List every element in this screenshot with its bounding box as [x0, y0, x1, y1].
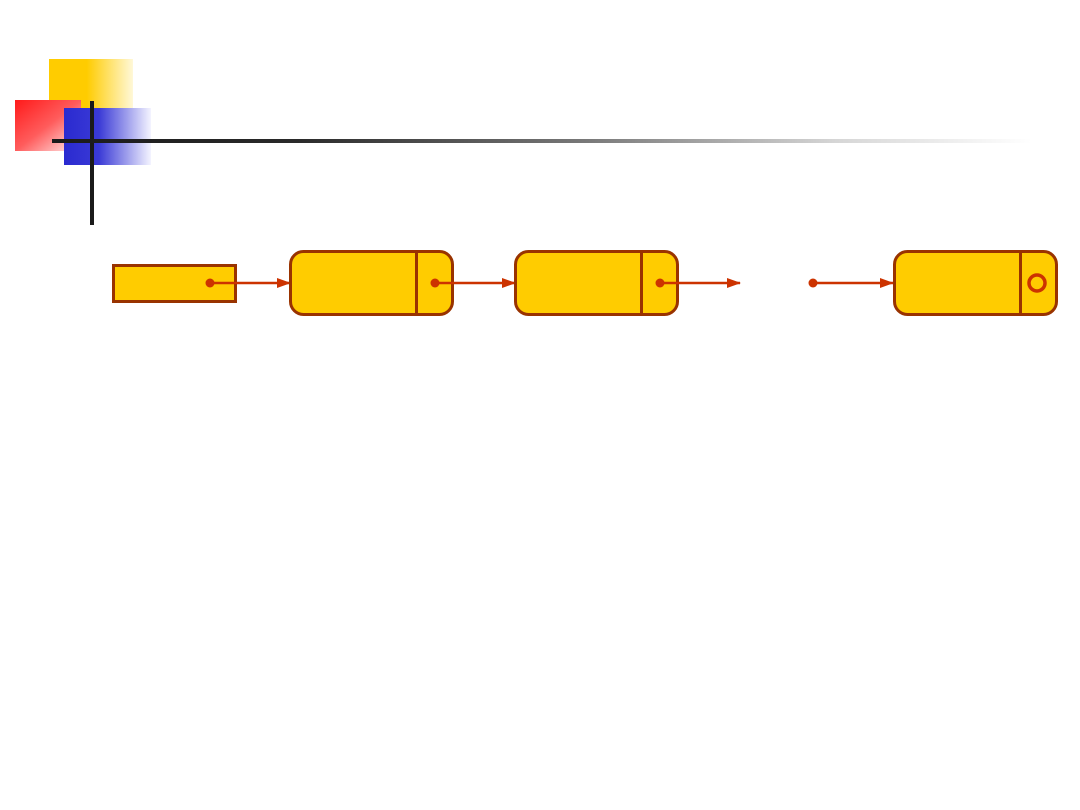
decor-horizontal-rule: [52, 139, 1032, 143]
list-node-1: [289, 250, 454, 316]
node-last-body: [893, 250, 1058, 316]
list-node-last: [893, 250, 1058, 316]
null-pointer-icon: [1027, 273, 1047, 293]
decor-vertical-rule: [90, 101, 94, 225]
node-2-body: [514, 250, 679, 316]
node-1-body: [289, 250, 454, 316]
decor-blue-square: [64, 108, 151, 165]
list-node-2: [514, 250, 679, 316]
